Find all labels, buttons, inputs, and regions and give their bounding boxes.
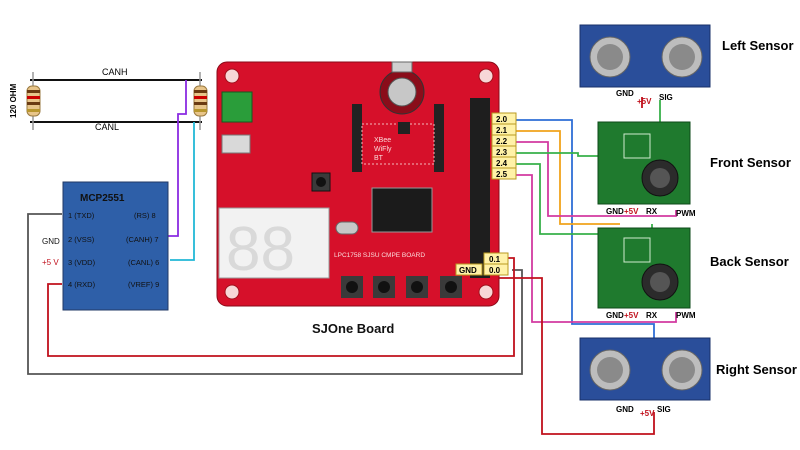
front-sensor-label: Front Sensor <box>710 155 791 170</box>
mcp-gnd-label: GND <box>42 237 60 246</box>
front-sensor-pwm: PWM <box>676 209 696 218</box>
canl-label: CANL <box>95 122 119 132</box>
board-silk: LPC1758 SJSU CMPE BOARD <box>334 252 425 259</box>
canh-label: CANH <box>102 67 128 77</box>
pin-label-2-2: 2.2 <box>496 137 508 146</box>
pin-label-2-3: 2.3 <box>496 148 508 157</box>
wire-orange <box>516 130 620 225</box>
resistor-right <box>193 72 208 130</box>
front-sensor-gnd: GND <box>606 207 624 216</box>
xbee-label-3: BT <box>374 155 384 162</box>
mcu-chip <box>371 187 433 233</box>
wire-rxd <box>47 257 515 357</box>
resistor-value-label: 120 OHM <box>9 83 18 118</box>
wire-txd <box>27 213 523 375</box>
pin-label-2-4: 2.4 <box>496 159 508 168</box>
xbee-label-2: WiFly <box>374 146 392 153</box>
wire-magenta-2 <box>516 174 677 323</box>
resistor-left <box>26 72 41 130</box>
pin-label-0-0: 0.0 <box>489 266 501 275</box>
usb-connector <box>221 134 251 154</box>
pin-label-gnd: GND <box>459 266 477 275</box>
right-sensor-gnd: GND <box>616 405 634 414</box>
back-sensor: GND +5V RX PWM Back Sensor <box>597 227 789 320</box>
wire-magenta-1 <box>516 141 677 217</box>
mcp2551-module: MCP2551 1 (TXD) 2 (VSS) 3 (VDD) 4 (RXD) … <box>42 181 169 311</box>
back-sensor-rx: RX <box>646 311 658 320</box>
pin-label-0-1: 0.1 <box>489 255 501 264</box>
mcp-pin-2: 2 (VSS) <box>68 235 95 244</box>
back-sensor-gnd: GND <box>606 311 624 320</box>
left-sensor-label: Left Sensor <box>722 38 794 53</box>
mcp-pin-3: 3 (VDD) <box>68 258 96 267</box>
right-sensor-label: Right Sensor <box>716 362 797 377</box>
front-sensor-pcb <box>597 121 691 205</box>
push-buttons <box>341 276 462 298</box>
right-sensor-vcc: +5V <box>640 409 655 418</box>
left-header <box>352 104 362 172</box>
wires <box>27 80 677 435</box>
pin-label-2-1: 2.1 <box>496 126 508 135</box>
pin-label-2-5: 2.5 <box>496 170 508 179</box>
left-sensor-sig: SIG <box>659 93 673 102</box>
wire-canh <box>168 80 187 237</box>
back-sensor-pcb <box>597 227 691 309</box>
wire-blue <box>516 119 655 352</box>
mcp-pin-9: (VREF) 9 <box>128 280 159 289</box>
power-terminal <box>221 91 253 123</box>
left-sensor-gnd: GND <box>616 89 634 98</box>
back-sensor-vcc: +5V <box>624 311 639 320</box>
pin-label-2-0: 2.0 <box>496 115 508 124</box>
right-header <box>434 104 444 172</box>
wire-canl <box>170 122 195 261</box>
mcp-vcc-label: +5 V <box>42 258 59 267</box>
svg-text:88: 88 <box>226 215 295 284</box>
gpio-header <box>470 98 490 278</box>
board-caption: SJOne Board <box>312 321 394 336</box>
right-sensor: GND +5V SIG Right Sensor <box>579 337 797 418</box>
back-sensor-pwm: PWM <box>676 311 696 320</box>
mcp-title: MCP2551 <box>80 193 125 204</box>
switch <box>398 122 410 134</box>
can-bus: CANH CANL 120 OHM <box>9 67 208 132</box>
mcp-pin-6: (CANL) 6 <box>128 258 159 267</box>
sjone-board: XBee WiFly BT LPC1758 SJSU CMPE BOARD 88… <box>216 61 517 336</box>
left-sensor: GND +5V SIG Left Sensor <box>579 24 794 106</box>
right-sensor-sig: SIG <box>657 405 671 414</box>
mcp-pin-1: 1 (TXD) <box>68 211 95 220</box>
seven-segment-display <box>218 207 330 279</box>
left-sensor-vcc: +5V <box>637 97 652 106</box>
crystal <box>335 221 359 235</box>
mcp-pin-8: (RS) 8 <box>134 211 156 220</box>
mcp-pin-7: (CANH) 7 <box>126 235 159 244</box>
xbee-label-1: XBee <box>374 137 391 144</box>
header-pin-labels: 2.0 2.1 2.2 2.3 2.4 2.5 0.1 0.0 GND <box>455 112 517 276</box>
mcp-body <box>62 181 169 311</box>
front-sensor-rx: RX <box>646 207 658 216</box>
back-sensor-label: Back Sensor <box>710 254 789 269</box>
front-sensor-vcc: +5V <box>624 207 639 216</box>
front-sensor: GND +5V RX PWM Front Sensor <box>597 121 791 218</box>
mcp-pin-4: 4 (RXD) <box>68 280 96 289</box>
